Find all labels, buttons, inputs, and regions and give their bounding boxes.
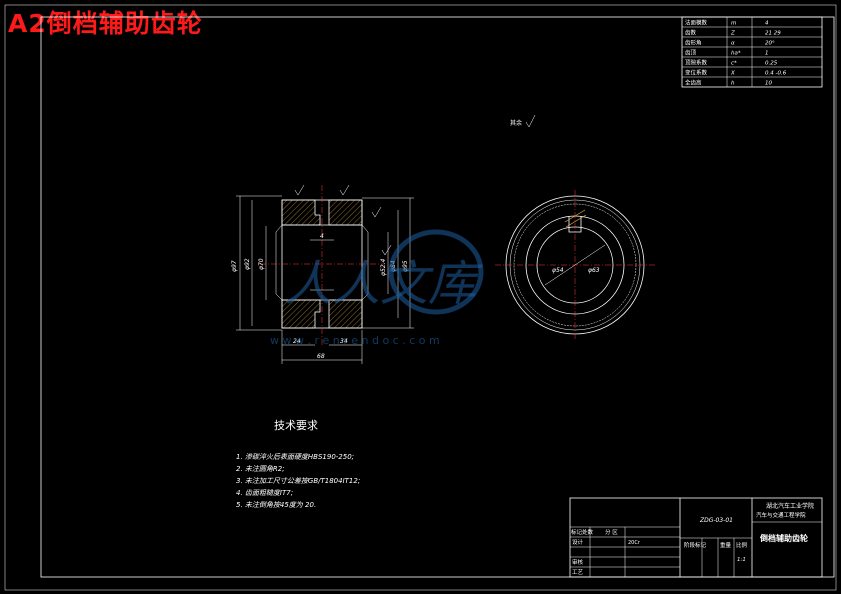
param-value: 0.25 [765,61,778,67]
roughness-symbol [525,114,536,128]
param-symbol: Z [730,31,735,37]
section-bottom-left [281,299,321,329]
sign-label: 分 区 [605,528,618,536]
param-value: 4 [765,21,769,27]
mark-label: 标记处数 [571,528,594,536]
drawing-number: ZDG-03-01 [699,517,733,524]
dim-right-max: φ95 [402,260,409,272]
dim-right-inner: φ52.4 [380,259,387,277]
end-view: φ54 φ63 [495,190,655,340]
tech-req-item: 1. 渗碳淬火后表面硬度HBS190-250; [236,453,354,461]
param-symbol: m [731,21,736,27]
scale-label: 比例 [736,541,748,549]
section-view: φ97 φ92 φ70 φ52.4 φ84 φ95 24 34 68 4 [231,184,414,364]
material-label: 20Cr [628,540,641,546]
param-name: 顶隙系数 [685,59,708,67]
param-value: 0.4 -0.6 [765,71,787,77]
part-name: 倒档辅助齿轮 [759,533,808,543]
section-bottom-right [328,299,363,329]
title-block: ZDG-03-01 湖北汽车工业学院 汽车与交通工程学院 倒档辅助齿轮 标记处数… [569,497,823,578]
scale-value: 1:1 [737,557,746,563]
dim-width-left: 24 [293,338,301,345]
tech-req-item: 2. 未注圆角R2; [236,465,285,473]
param-value: 1 [765,51,769,57]
param-name: 全齿高 [685,79,702,87]
tech-req-item: 4. 齿面粗糙度IT7; [236,489,293,497]
parameter-table: 法面模数 m 4 齿数 Z 21 29 齿形角 α 20° 齿顶 ha* 1 顶隙系数 c* 0.25 变位系… [681,16,823,88]
param-value: 20° [765,41,775,47]
dim-width-total: 68 [317,353,325,360]
stage-label: 阶段标记 [684,541,707,549]
param-symbol: X [730,71,735,77]
param-symbol: h [731,81,735,87]
school-name-line2: 汽车与交通工程学院 [756,511,806,519]
param-symbol: α [731,41,735,47]
outer-border [4,4,837,591]
section-top-right [328,199,363,226]
param-value: 21 29 [765,31,781,37]
dim-right-outer: φ84 [390,260,397,272]
param-name: 变位系数 [685,69,708,77]
weight-label: 重量 [720,541,732,549]
school-name: 湖北汽车工业学院 [766,502,814,510]
drawing-title: A2倒档辅助齿轮 [8,9,203,38]
dim-groove: 4 [320,233,324,240]
param-value: 10 [765,81,772,87]
dim-width-mid: 34 [340,338,348,345]
dim-left-inner: φ92 [244,258,251,270]
dim-circle-2: φ63 [588,267,600,274]
tech-req-list: 1. 渗碳淬火后表面硬度HBS190-250; 2. 未注圆角R2; 3. 未注加工… [236,453,360,509]
section-top-left [281,199,321,226]
inner-border [40,16,835,578]
dim-bore-left: φ70 [258,258,265,270]
tech-req-item: 3. 未注加工尺寸公差按GB/T1804IT12; [236,477,360,485]
tech-req-item: 5. 未注倒角按45度为 20. [236,501,316,509]
param-name: 齿顶 [685,50,697,57]
param-name: 齿形角 [685,39,702,47]
param-symbol: ha* [731,51,741,57]
tech-req-title: 技术要求 [274,419,318,432]
param-name: 法面模数 [685,19,708,27]
roughness-other-label: 其余 [510,119,522,127]
check-label: 审核 [572,558,584,566]
process-label: 工艺 [572,569,584,576]
param-symbol: c* [731,61,737,67]
dim-circle-1: φ54 [552,267,564,274]
dim-left-outer: φ97 [231,260,238,272]
param-name: 齿数 [685,29,697,37]
design-label: 设计 [572,538,584,546]
